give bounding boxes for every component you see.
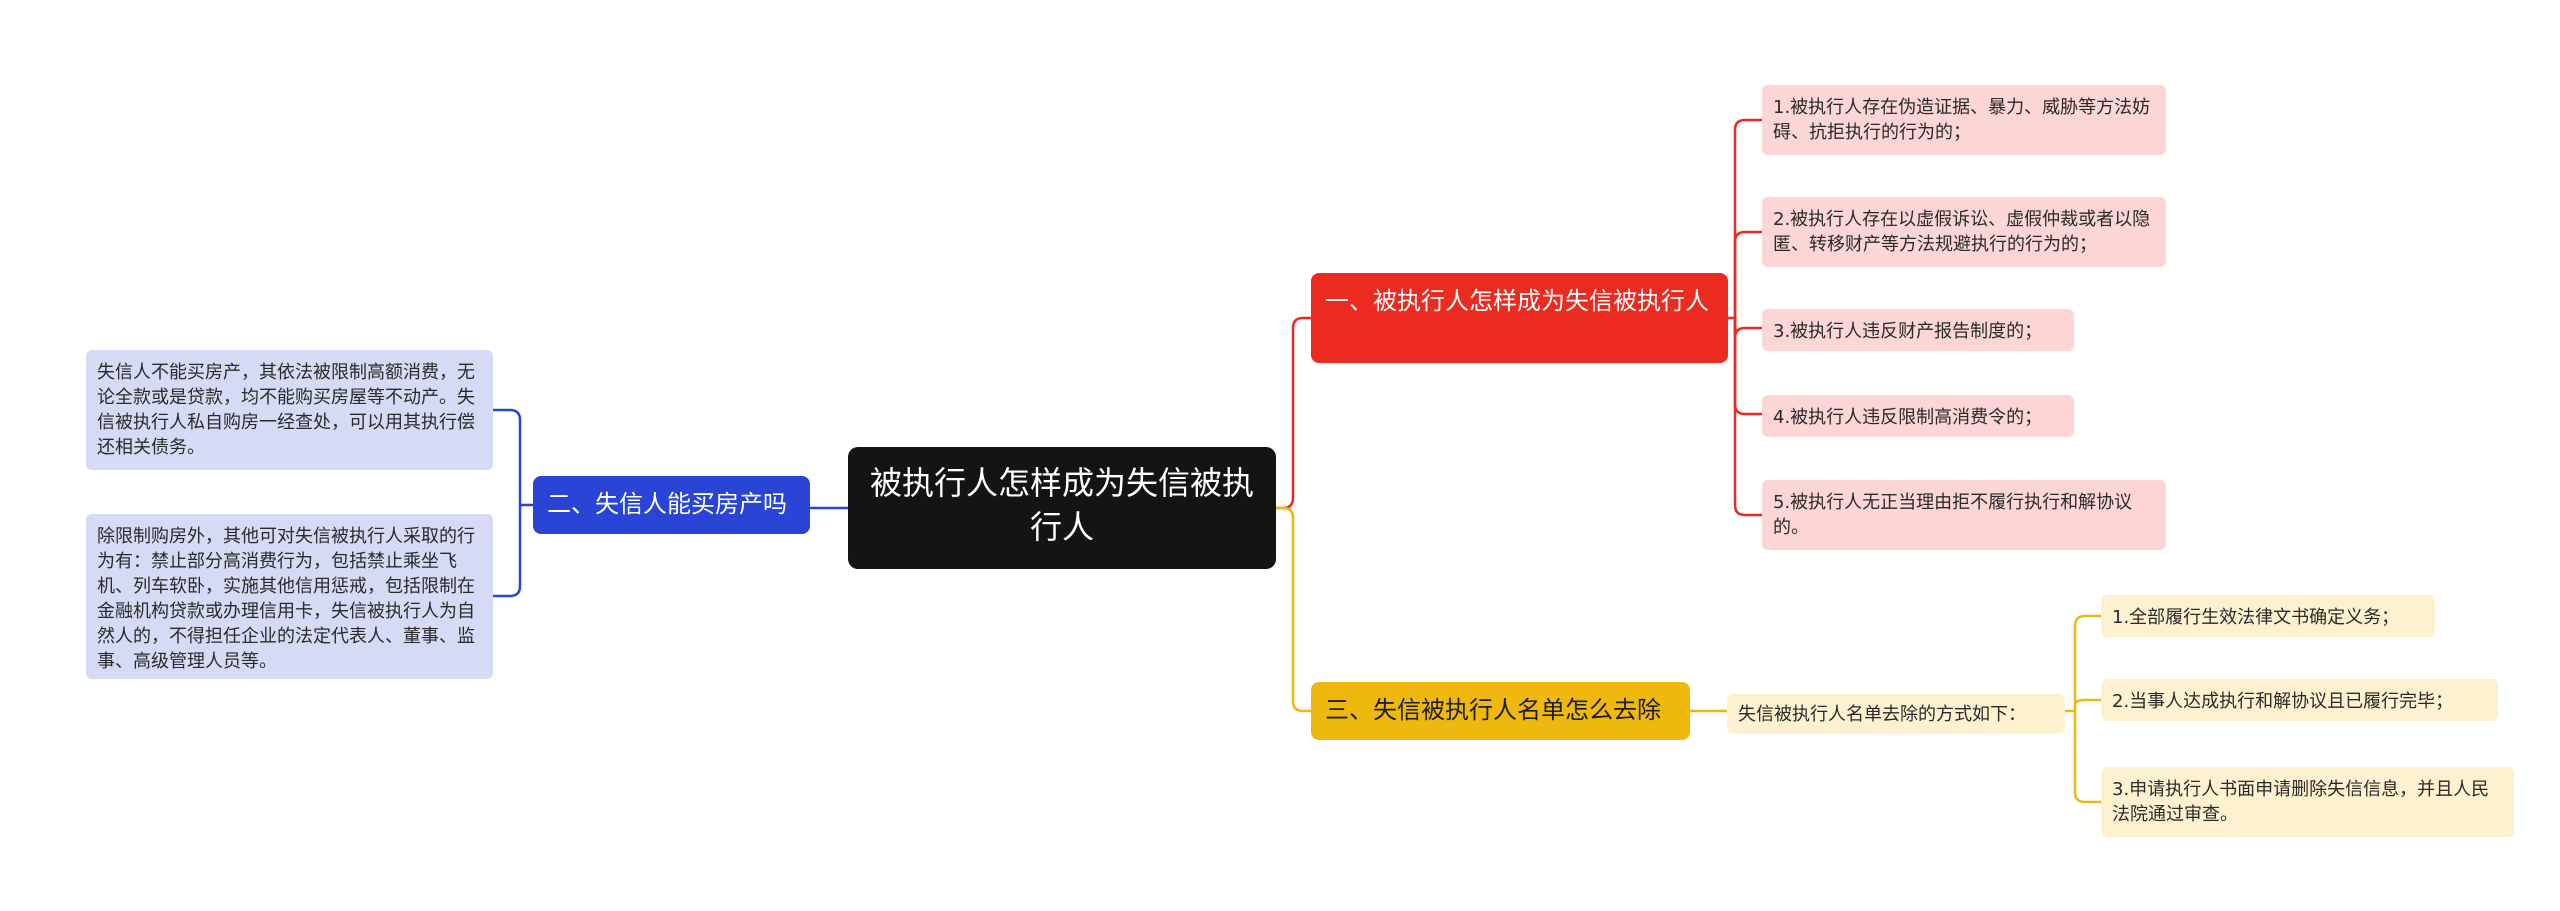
leaf-text: 4.被执行人违反限制高消费令的； xyxy=(1773,407,2043,428)
leaf-text: 3.申请执行人书面申请删除失信信息，并且人民法院通过审查。 xyxy=(2112,779,2490,825)
leaf-text: 3.被执行人违反财产报告制度的； xyxy=(1773,321,2043,342)
leaf-text: 1.全部履行生效法律文书确定义务； xyxy=(2112,607,2400,628)
branch-2-topic[interactable]: 二、失信人能买房产吗 xyxy=(533,476,810,534)
root-topic-label: 被执行人怎样成为失信被执行人 xyxy=(869,464,1254,546)
leaf-text: 除限制购房外，其他可对失信被执行人采取的行为有：禁止部分高消费行为，包括禁止乘坐… xyxy=(97,526,475,672)
branch-3-leaf-2[interactable]: 2.当事人达成执行和解协议且已履行完毕； xyxy=(2101,679,2498,721)
branch-1-leaf-5[interactable]: 5.被执行人无正当理由拒不履行执行和解协议的。 xyxy=(1762,480,2166,550)
branch-1-leaf-4[interactable]: 4.被执行人违反限制高消费令的； xyxy=(1762,395,2074,437)
branch-2-label: 二、失信人能买房产吗 xyxy=(547,490,787,518)
leaf-text: 2.当事人达成执行和解协议且已履行完毕； xyxy=(2112,691,2454,712)
branch-2-leaf-2[interactable]: 除限制购房外，其他可对失信被执行人采取的行为有：禁止部分高消费行为，包括禁止乘坐… xyxy=(86,514,493,679)
branch-3-topic[interactable]: 三、失信被执行人名单怎么去除 xyxy=(1311,682,1690,740)
branch-1-topic[interactable]: 一、被执行人怎样成为失信被执行人 xyxy=(1311,273,1728,363)
branch-3-label: 三、失信被执行人名单怎么去除 xyxy=(1325,696,1661,724)
root-topic[interactable]: 被执行人怎样成为失信被执行人 xyxy=(848,447,1276,569)
branch-3-leaf-1[interactable]: 1.全部履行生效法律文书确定义务； xyxy=(2101,595,2435,637)
branch-1-leaf-2[interactable]: 2.被执行人存在以虚假诉讼、虚假仲裁或者以隐匿、转移财产等方法规避执行的行为的； xyxy=(1762,197,2166,267)
branch-2-leaf-1[interactable]: 失信人不能买房产，其依法被限制高额消费，无论全款或是贷款，均不能购买房屋等不动产… xyxy=(86,350,493,470)
link-root-branch1 xyxy=(1276,316,1311,510)
branch-3-leaf-3[interactable]: 3.申请执行人书面申请删除失信信息，并且人民法院通过审查。 xyxy=(2101,767,2514,837)
leaf-text: 1.被执行人存在伪造证据、暴力、威胁等方法妨碍、抗拒执行的行为的； xyxy=(1773,97,2151,143)
branch-1-leaf-1[interactable]: 1.被执行人存在伪造证据、暴力、威胁等方法妨碍、抗拒执行的行为的； xyxy=(1762,85,2166,155)
link-root-branch3 xyxy=(1276,506,1311,713)
leaf-text: 5.被执行人无正当理由拒不履行执行和解协议的。 xyxy=(1773,492,2133,538)
branch-1-leaf-3[interactable]: 3.被执行人违反财产报告制度的； xyxy=(1762,309,2074,351)
branch-3-subtopic[interactable]: 失信被执行人名单去除的方式如下： xyxy=(1727,694,2065,734)
leaf-text: 2.被执行人存在以虚假诉讼、虚假仲裁或者以隐匿、转移财产等方法规避执行的行为的； xyxy=(1773,209,2151,255)
subtopic-text: 失信被执行人名单去除的方式如下： xyxy=(1738,704,2026,725)
leaf-text: 失信人不能买房产，其依法被限制高额消费，无论全款或是贷款，均不能购买房屋等不动产… xyxy=(97,362,475,458)
branch-1-label: 一、被执行人怎样成为失信被执行人 xyxy=(1325,287,1709,315)
